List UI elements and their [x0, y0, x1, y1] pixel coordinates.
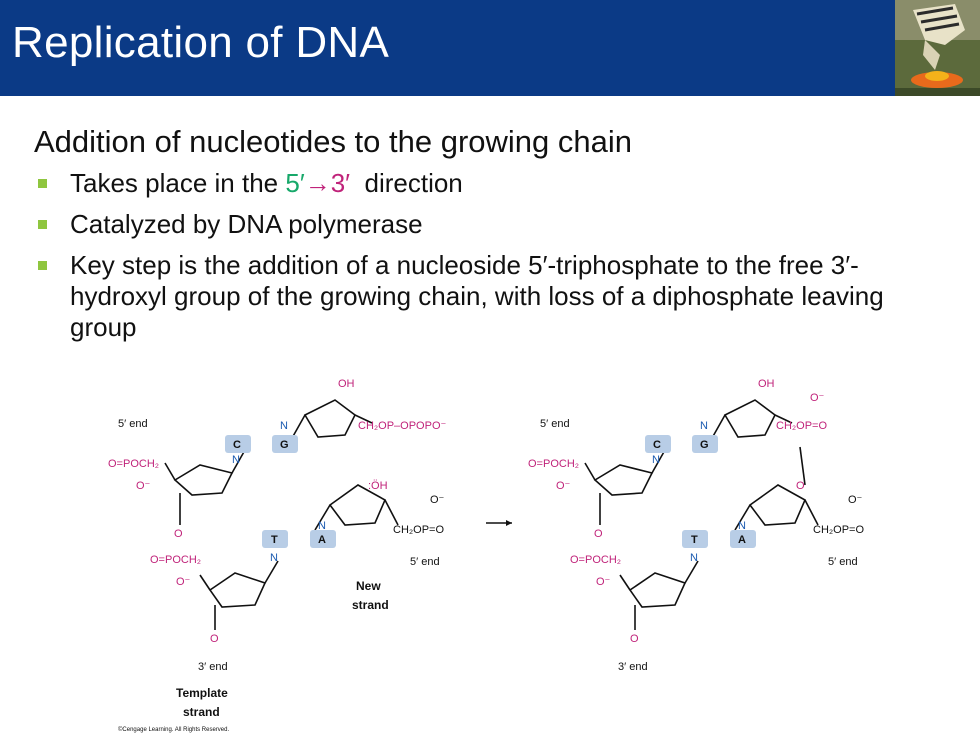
product-base-pairs: C G T A: [645, 435, 756, 548]
phosphate-o-minus: O⁻: [810, 392, 825, 404]
phosphate-group: O=POCH₂: [528, 458, 579, 470]
phosphate-o-minus: O⁻: [556, 480, 571, 492]
bullet-marker: [38, 220, 47, 229]
template-strand-label: strand: [183, 705, 220, 719]
base-box-t: [682, 530, 708, 548]
phosphate-o-minus: O⁻: [176, 576, 191, 588]
three-prime-label: 3′: [330, 168, 351, 198]
bullet-catalyst: Catalyzed by DNA polymerase: [34, 209, 954, 240]
hydroxyl-label: OH: [758, 378, 775, 390]
slide-body: Addition of nucleotides to the growing c…: [34, 122, 954, 353]
base-g: G: [280, 439, 289, 451]
five-end-label: 5′ end: [118, 418, 148, 430]
base-g: G: [700, 439, 709, 451]
bullet-marker: [38, 179, 47, 188]
base-c: C: [233, 439, 241, 451]
title-bar: Replication of DNA: [0, 0, 980, 96]
attacking-hydroxyl: :ÖH: [368, 480, 388, 492]
base-box-c: [645, 435, 671, 453]
nitrogen-label: N: [232, 454, 240, 466]
phosphate-group: O=POCH₂: [108, 458, 159, 470]
product-bonds: [584, 399, 819, 630]
five-end-label: 5′ end: [828, 556, 858, 568]
direction-arrow: →: [304, 168, 331, 198]
nitrogen-label: N: [280, 420, 288, 432]
nitrogen-label: N: [700, 420, 708, 432]
base-a: A: [318, 534, 326, 546]
phosphate-o-minus: O⁻: [596, 576, 611, 588]
new-phosphodiester: CH₂OP=O: [776, 420, 827, 432]
nitrogen-label: N: [690, 552, 698, 564]
five-prime-label: 5′: [285, 168, 305, 198]
base-box-c: [225, 435, 251, 453]
new-strand-label: New: [356, 579, 381, 593]
base-box-t: [262, 530, 288, 548]
dna-replication-diagram: C G T A C G T A 5′ end O=POCH₂ O⁻ O O=PO…: [108, 378, 864, 733]
template-strand-label: Template: [176, 686, 228, 700]
butterfly-image: [895, 0, 980, 96]
five-end-label: 5′ end: [410, 556, 440, 568]
bullet-text: Takes place in the: [70, 168, 286, 198]
base-box-a: [730, 530, 756, 548]
three-end-label: 3′ end: [198, 661, 228, 673]
chain-o-minus: O⁻: [430, 494, 445, 506]
bullet-marker: [38, 261, 47, 270]
base-t: T: [271, 534, 278, 546]
three-end-label: 3′ end: [618, 661, 648, 673]
base-box-g: [692, 435, 718, 453]
bullet-text: Key step is the addition of a nucleoside…: [70, 250, 884, 342]
nitrogen-label: N: [318, 520, 326, 532]
base-t: T: [691, 534, 698, 546]
reactant-base-pairs: C G T A: [225, 435, 336, 548]
hydroxyl-label: OH: [338, 378, 355, 390]
product-labels: 5′ end O=POCH₂ O⁻ O O=POCH₂ O⁻ O 3′ end …: [528, 378, 864, 673]
bullet-key-step: Key step is the addition of a nucleoside…: [34, 250, 954, 343]
nitrogen-label: N: [652, 454, 660, 466]
chain-phosphate: CH₂OP=O: [813, 524, 864, 536]
triphosphate-group: CH₂OP–OPOPO⁻: [358, 420, 447, 432]
base-c: C: [653, 439, 661, 451]
bridge-oxygen: O: [796, 480, 805, 492]
bridge-oxygen: O: [210, 633, 219, 645]
slide-title: Replication of DNA: [12, 18, 390, 67]
bullet-direction: Takes place in the 5′→3′ direction: [34, 168, 954, 199]
bullet-text-end: direction: [350, 168, 463, 198]
bridge-oxygen: O: [174, 528, 183, 540]
nitrogen-label: N: [270, 552, 278, 564]
base-a: A: [738, 534, 746, 546]
base-box-a: [310, 530, 336, 548]
phosphate-group: O=POCH₂: [570, 554, 621, 566]
chain-o-minus: O⁻: [848, 494, 863, 506]
reactant-bonds: [164, 399, 512, 630]
chain-phosphate: CH₂OP=O: [393, 524, 444, 536]
copyright-notice: ©Cengage Learning. All Rights Reserved.: [118, 726, 229, 733]
slide-subtitle: Addition of nucleotides to the growing c…: [34, 124, 633, 159]
phosphate-o-minus: O⁻: [136, 480, 151, 492]
reaction-arrowhead: [506, 520, 512, 526]
new-strand-label: strand: [352, 598, 389, 612]
bullet-text: Catalyzed by DNA polymerase: [70, 209, 423, 239]
bridge-oxygen: O: [594, 528, 603, 540]
bridge-oxygen: O: [630, 633, 639, 645]
reactant-labels: 5′ end O=POCH₂ O⁻ O O=POCH₂ O⁻ O 3′ end …: [108, 378, 447, 733]
phosphate-group: O=POCH₂: [150, 554, 201, 566]
nitrogen-label: N: [738, 520, 746, 532]
base-box-g: [272, 435, 298, 453]
five-end-label: 5′ end: [540, 418, 570, 430]
